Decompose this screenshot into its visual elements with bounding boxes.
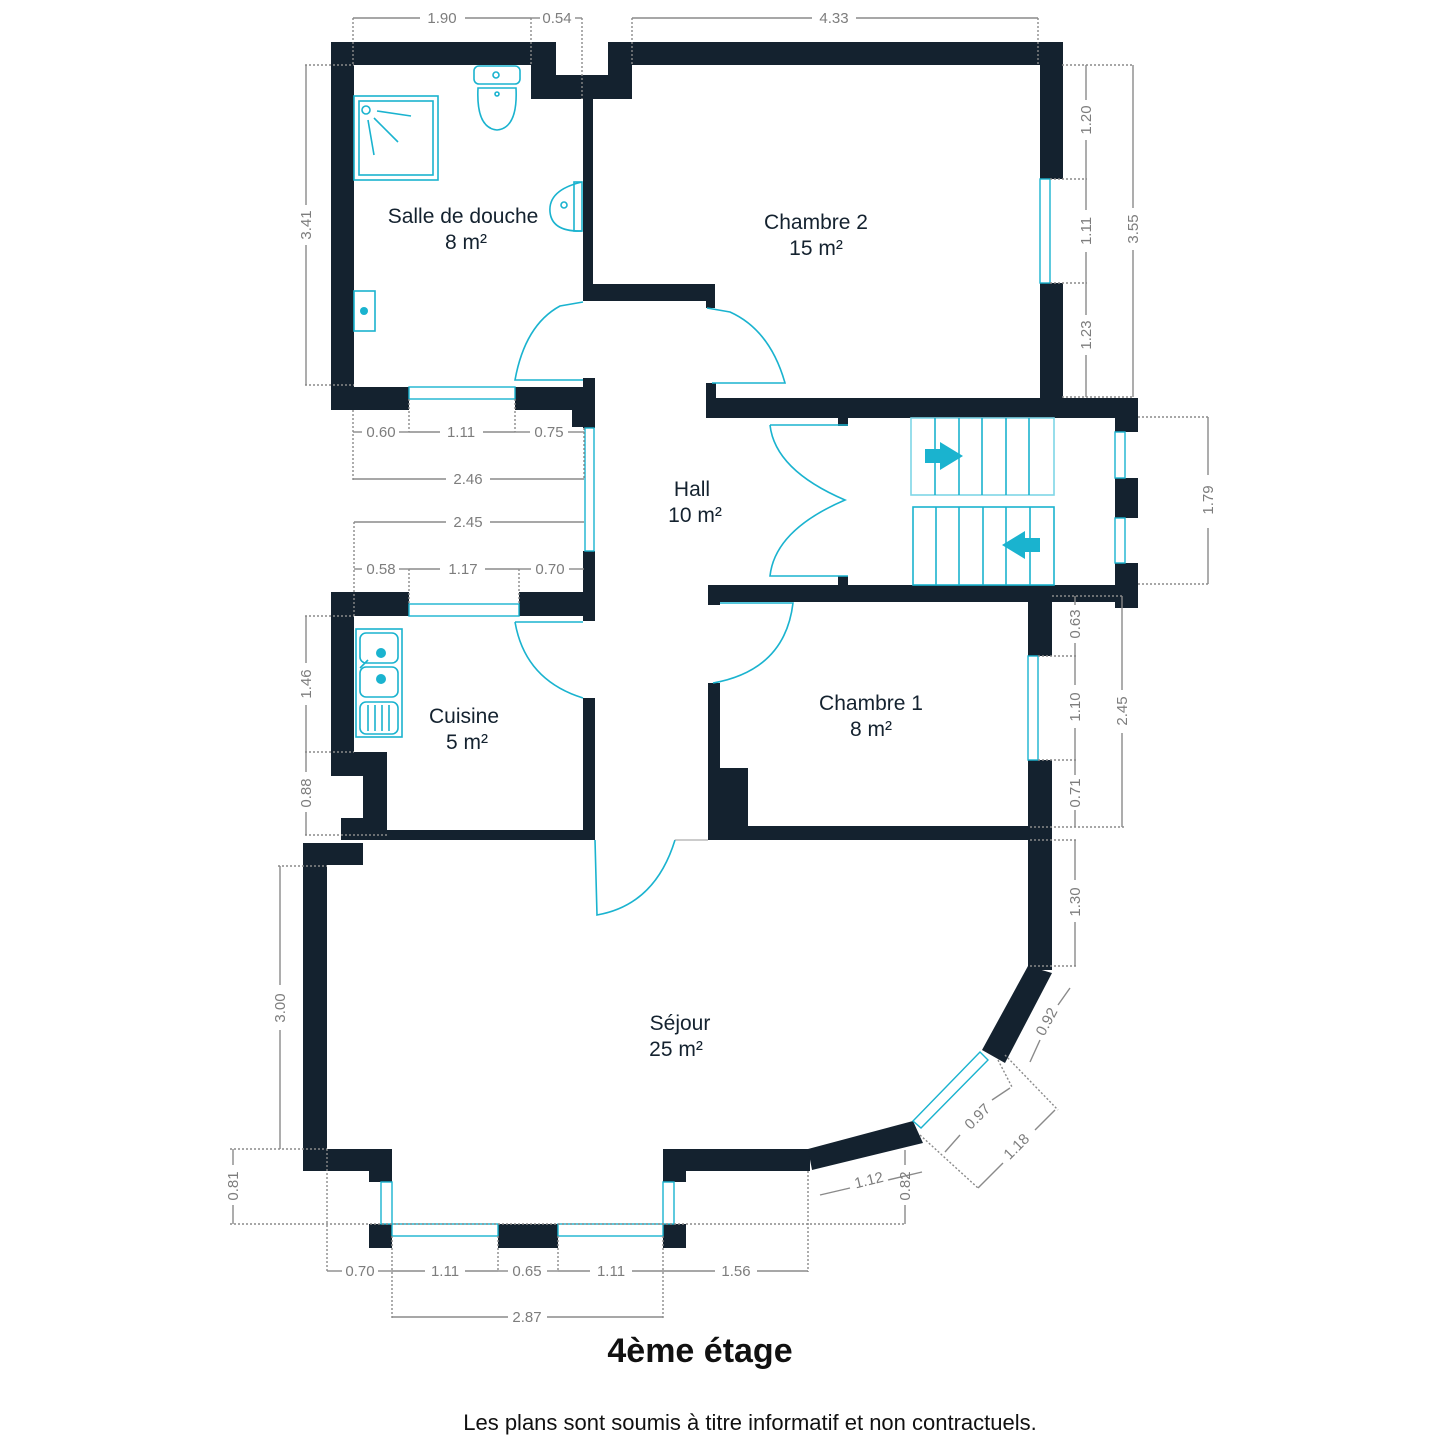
- dim-label: 2.46: [453, 471, 482, 488]
- dim-label: 1.11: [1078, 217, 1095, 245]
- dimension-labels: 1.90 0.54 4.33 3.41 1.20 1.11 1.23 3.55 …: [225, 10, 1217, 1326]
- room-area-salle-de-douche: 8 m²: [445, 231, 487, 254]
- disclaimer-text: Les plans sont soumis à titre informatif…: [463, 1410, 1037, 1435]
- dim-label: 2.87: [512, 1309, 541, 1326]
- dim-label: 0.63: [1067, 609, 1084, 638]
- room-labels: Salle de douche 8 m² Chambre 2 15 m² Hal…: [388, 205, 923, 1061]
- room-area-cuisine: 5 m²: [446, 731, 488, 754]
- doors[interactable]: [514, 301, 848, 916]
- dim-label: 0.70: [345, 1263, 374, 1280]
- dim-label: 0.92: [1033, 1005, 1062, 1039]
- dim-label: 1.11: [431, 1263, 459, 1280]
- room-name-sejour: Séjour: [650, 1012, 711, 1035]
- dim-label: 3.41: [298, 210, 315, 239]
- dimension-lines: [230, 17, 1210, 1318]
- dim-label: 1.30: [1067, 887, 1084, 916]
- windows: [380, 178, 1126, 1237]
- dim-label: 0.88: [298, 778, 315, 807]
- room-area-chambre-2: 15 m²: [789, 237, 843, 260]
- kitchen-sink-icon: [355, 628, 403, 738]
- staircase: [910, 417, 1055, 586]
- dim-label: 2.45: [1114, 696, 1131, 725]
- floor-title: 4ème étage: [607, 1332, 793, 1370]
- dim-label: 1.90: [427, 10, 456, 27]
- dim-label: 0.97: [961, 1100, 994, 1133]
- room-name-hall: Hall: [674, 478, 710, 501]
- arrow-right-icon: [925, 442, 963, 470]
- toilet-icon: [473, 65, 521, 131]
- dim-label: 0.54: [542, 10, 571, 27]
- dim-label: 0.71: [1067, 778, 1084, 807]
- dim-label: 1.23: [1078, 320, 1095, 349]
- dim-label: 1.79: [1200, 485, 1217, 514]
- room-name-salle-de-douche: Salle de douche: [388, 205, 539, 228]
- dim-label: 0.81: [225, 1171, 242, 1200]
- dim-label: 2.45: [453, 514, 482, 531]
- dim-label: 0.58: [366, 561, 395, 578]
- dim-label: 3.55: [1125, 214, 1142, 243]
- shower-icon: [353, 95, 439, 181]
- room-area-hall: 10 m²: [668, 504, 722, 527]
- washbasin-icon: [549, 181, 583, 232]
- dim-label: 3.00: [272, 993, 289, 1022]
- room-name-cuisine: Cuisine: [429, 705, 499, 728]
- dim-label: 1.11: [597, 1263, 625, 1280]
- dim-label: 0.60: [366, 424, 395, 441]
- small-basin-icon: [353, 290, 376, 332]
- room-name-chambre-1: Chambre 1: [819, 692, 923, 715]
- dim-label: 1.18: [1000, 1130, 1033, 1163]
- dim-label: 1.10: [1067, 692, 1084, 721]
- room-area-chambre-1: 8 m²: [850, 718, 892, 741]
- room-name-chambre-2: Chambre 2: [764, 211, 868, 234]
- room-area-sejour: 25 m²: [649, 1038, 703, 1061]
- dim-label: 1.20: [1078, 105, 1095, 134]
- dim-label: 1.17: [448, 561, 477, 578]
- dim-label: 0.82: [897, 1171, 914, 1200]
- dim-label: 1.56: [721, 1263, 750, 1280]
- dim-label: 1.46: [298, 669, 315, 698]
- dim-label: 0.70: [535, 561, 564, 578]
- dim-label: 1.12: [853, 1169, 885, 1193]
- dim-label: 0.65: [512, 1263, 541, 1280]
- walls: [303, 42, 1138, 1248]
- dim-label: 4.33: [819, 10, 848, 27]
- arrow-left-icon: [1002, 531, 1040, 559]
- dim-label: 1.11: [447, 424, 475, 441]
- dim-label: 0.75: [534, 424, 563, 441]
